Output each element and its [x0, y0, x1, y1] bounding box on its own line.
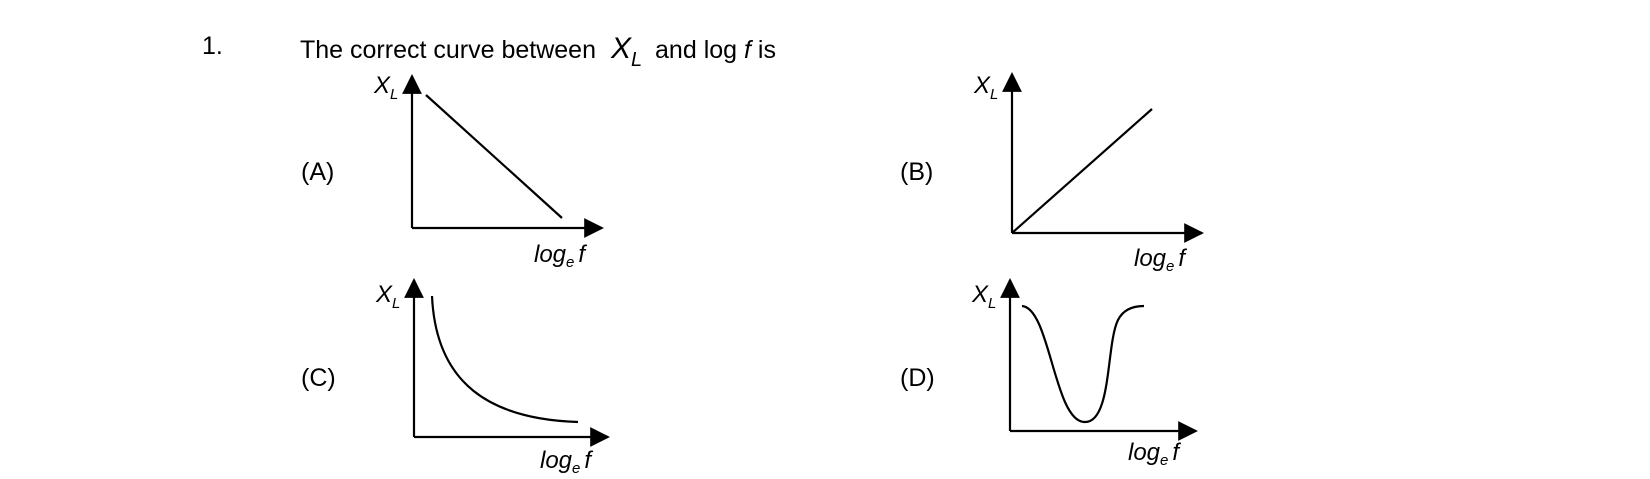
option-b-label[interactable]: (B): [900, 158, 934, 186]
graph-b-curve: [1011, 108, 1153, 234]
stem-prefix: The correct curve between: [300, 36, 596, 64]
symbol-xl: XL: [610, 32, 642, 71]
question-stem: The correct curve between XL and log f i…: [300, 32, 776, 72]
graph-a-y-label: XL: [373, 72, 398, 103]
graph-c-curve: [430, 295, 579, 424]
graph-a-curve: [425, 94, 563, 219]
option-a-label[interactable]: (A): [301, 158, 335, 186]
symbol-x: X: [610, 32, 631, 65]
stem-suffix: is: [757, 36, 776, 64]
question-number: 1.: [202, 32, 223, 60]
option-c-label[interactable]: (C): [301, 364, 336, 392]
stem-var-f: f: [744, 36, 751, 64]
graph-b-y-label: XL: [973, 72, 998, 103]
graph-c-y-label: XL: [375, 281, 400, 312]
option-d-label[interactable]: (D): [900, 364, 935, 392]
graph-d-curve: [1021, 304, 1145, 424]
graph-d-y-label: XL: [971, 281, 996, 312]
stem-mid: and log: [655, 36, 738, 64]
symbol-sub-l: L: [630, 49, 643, 71]
